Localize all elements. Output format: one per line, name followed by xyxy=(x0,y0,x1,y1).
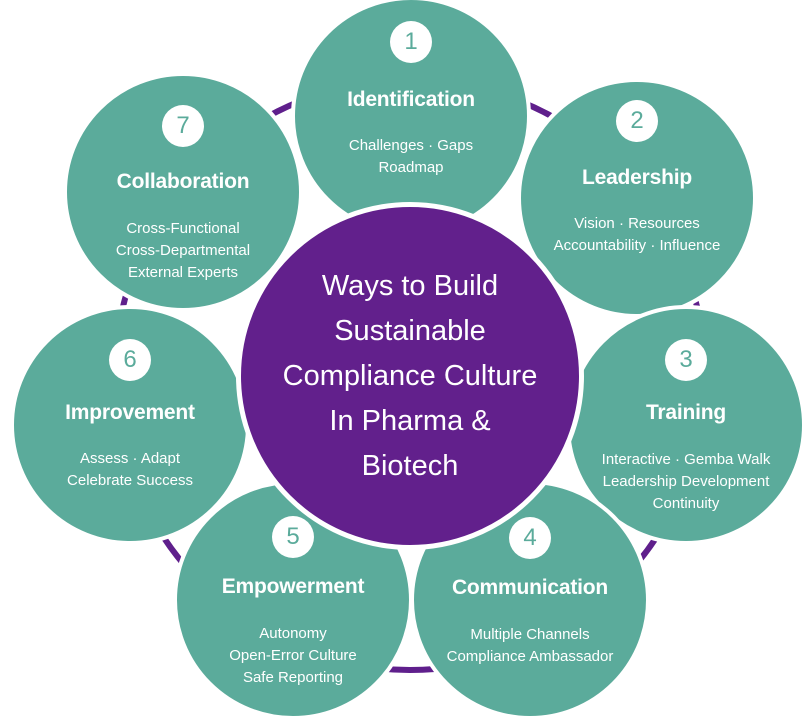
description-line: Challenges · Gaps xyxy=(348,137,474,154)
description-line: Continuity xyxy=(652,495,720,512)
step-number-badge: 4 xyxy=(509,517,551,559)
step-number-badge: 5 xyxy=(272,516,314,558)
node-improvement: 6 Improvement Assess · Adapt Celebrate S… xyxy=(10,305,250,545)
description-line: Cross-Functional xyxy=(126,220,240,237)
description-line: Multiple Channels xyxy=(470,626,590,643)
node-title: Training xyxy=(645,401,727,424)
node-title: Leadership xyxy=(581,166,693,189)
description-line: Open-Error Culture xyxy=(229,647,357,664)
node-description: Cross-Functional Cross-Departmental Exte… xyxy=(67,218,299,284)
node-title: Improvement xyxy=(65,401,195,424)
center-title-circle: Ways to Build Sustainable Compliance Cul… xyxy=(236,202,584,550)
node-title: Collaboration xyxy=(116,170,250,193)
description-line: Roadmap xyxy=(378,159,444,176)
description-line: Vision · Resources xyxy=(574,215,700,232)
node-description: Vision · Resources Accountability · Infl… xyxy=(521,213,753,257)
description-line: Safe Reporting xyxy=(242,669,344,686)
node-title: Identification xyxy=(347,88,475,111)
description-line: Cross-Departmental xyxy=(115,242,251,259)
description-line: External Experts xyxy=(127,264,239,281)
description-line: Compliance Ambassador xyxy=(446,648,614,665)
node-leadership: 2 Leadership Vision · Resources Accounta… xyxy=(517,78,757,318)
node-title: Empowerment xyxy=(221,575,365,598)
node-title: Communication xyxy=(451,576,609,599)
node-identification: 1 Identification Challenges · Gaps Roadm… xyxy=(291,0,531,236)
node-training: 3 Training Interactive · Gemba Walk Lead… xyxy=(566,305,806,545)
description-line: Celebrate Success xyxy=(67,472,193,489)
center-title-line: Ways to Build xyxy=(321,269,499,302)
description-line: Autonomy xyxy=(259,625,327,642)
node-description: Autonomy Open-Error Culture Safe Reporti… xyxy=(177,623,409,689)
description-line: Interactive · Gemba Walk xyxy=(601,451,771,468)
step-number-badge: 6 xyxy=(109,339,151,381)
description-line: Leadership Development xyxy=(602,473,770,490)
step-number-badge: 7 xyxy=(162,105,204,147)
node-description: Assess · Adapt Celebrate Success xyxy=(14,448,246,492)
step-number-badge: 3 xyxy=(665,339,707,381)
node-description: Challenges · Gaps Roadmap xyxy=(295,135,527,179)
step-number-badge: 2 xyxy=(616,100,658,142)
node-description: Multiple Channels Compliance Ambassador xyxy=(414,624,646,668)
center-title-line: In Pharma & xyxy=(329,404,491,437)
center-title-line: Compliance Culture xyxy=(282,359,538,392)
description-line: Assess · Adapt xyxy=(79,450,181,467)
description-line: Accountability · Influence xyxy=(553,237,721,254)
node-collaboration: 7 Collaboration Cross-Functional Cross-D… xyxy=(63,72,303,312)
node-description: Interactive · Gemba Walk Leadership Deve… xyxy=(570,449,802,515)
center-title-line: Biotech xyxy=(361,449,459,482)
step-number-badge: 1 xyxy=(390,21,432,63)
center-title-line: Sustainable xyxy=(334,314,486,347)
